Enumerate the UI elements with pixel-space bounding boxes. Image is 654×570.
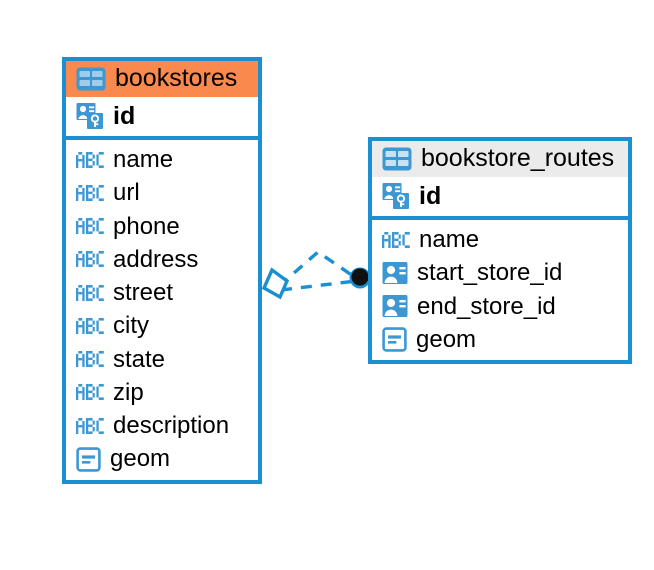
field-label: name bbox=[419, 226, 480, 253]
entity-title: bookstores bbox=[115, 64, 238, 92]
field-label: description bbox=[113, 412, 230, 440]
field-row[interactable]: url bbox=[66, 176, 258, 209]
entity-bookstore-routes[interactable]: bookstore_routes id bbox=[368, 137, 632, 365]
field-label: zip bbox=[113, 378, 144, 406]
abc-text-icon bbox=[76, 151, 104, 168]
field-row[interactable]: street bbox=[66, 276, 258, 309]
field-label: geom bbox=[110, 445, 171, 473]
relationship-line-upper bbox=[277, 249, 357, 288]
entity-header-bookstore-routes[interactable]: bookstore_routes bbox=[372, 141, 628, 177]
field-row[interactable]: state bbox=[66, 343, 258, 376]
field-label: geom bbox=[416, 325, 477, 353]
field-label: phone bbox=[113, 212, 180, 240]
primary-key-icon bbox=[382, 182, 410, 210]
primary-key-label: id bbox=[113, 101, 136, 130]
field-row[interactable]: end_store_id bbox=[372, 290, 628, 323]
abc-text-icon bbox=[76, 251, 104, 268]
table-icon bbox=[382, 147, 412, 171]
field-row[interactable]: geom bbox=[66, 442, 258, 475]
primary-key-icon bbox=[76, 102, 104, 130]
abc-text-icon bbox=[382, 231, 410, 248]
field-label: name bbox=[113, 146, 174, 173]
field-label: street bbox=[113, 279, 174, 307]
entity-header-bookstores[interactable]: bookstores bbox=[66, 61, 258, 97]
field-label: start_store_id bbox=[417, 259, 563, 287]
field-label: state bbox=[113, 345, 166, 373]
entity-title: bookstore_routes bbox=[421, 144, 615, 172]
field-row[interactable]: description bbox=[66, 409, 258, 442]
field-label: city bbox=[113, 312, 149, 340]
entity-field-list-bookstores: name u bbox=[66, 140, 258, 480]
foreign-key-icon bbox=[382, 261, 408, 285]
abc-text-icon bbox=[76, 351, 104, 368]
field-row[interactable]: name bbox=[66, 143, 258, 176]
entity-primary-key-row-bookstore-routes[interactable]: id bbox=[372, 177, 628, 220]
abc-text-icon bbox=[76, 317, 104, 334]
foreign-key-icon bbox=[382, 294, 408, 318]
table-icon bbox=[76, 67, 106, 91]
geometry-icon bbox=[382, 327, 407, 352]
entity-field-list-bookstore-routes: name start_store_id bbox=[372, 220, 628, 361]
abc-text-icon bbox=[76, 184, 104, 201]
entity-primary-key-row-bookstores[interactable]: id bbox=[66, 97, 258, 140]
field-row[interactable]: start_store_id bbox=[372, 256, 628, 289]
abc-text-icon bbox=[76, 218, 104, 235]
field-row[interactable]: address bbox=[66, 243, 258, 276]
abc-text-icon bbox=[76, 284, 104, 301]
crows-foot-diamond-icon bbox=[261, 267, 290, 300]
field-label: address bbox=[113, 245, 199, 273]
primary-key-label: id bbox=[419, 181, 442, 210]
field-label: end_store_id bbox=[417, 292, 556, 320]
entity-bookstores[interactable]: bookstores id bbox=[62, 57, 262, 484]
abc-text-icon bbox=[76, 417, 104, 434]
abc-text-icon bbox=[76, 384, 104, 401]
field-row[interactable]: geom bbox=[372, 323, 628, 356]
relationship-line-lower bbox=[280, 279, 357, 292]
field-row[interactable]: city bbox=[66, 309, 258, 342]
geometry-icon bbox=[76, 446, 101, 472]
field-row[interactable]: phone bbox=[66, 210, 258, 243]
field-label: url bbox=[113, 179, 140, 207]
field-row[interactable]: name bbox=[372, 223, 628, 256]
field-row[interactable]: zip bbox=[66, 376, 258, 409]
